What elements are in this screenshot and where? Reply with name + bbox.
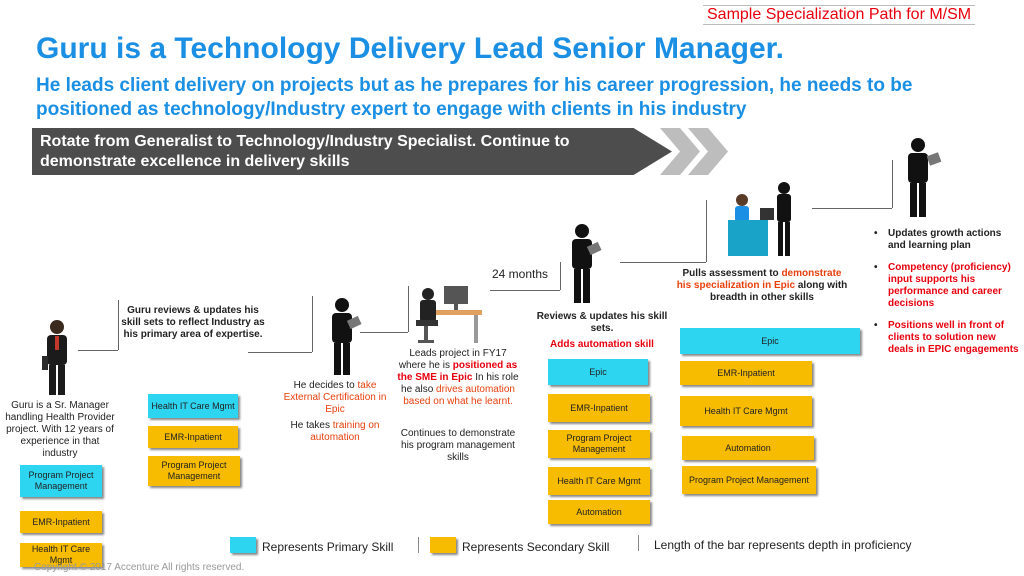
legend-divider — [638, 535, 639, 551]
stage4-text-highlight: positioned as the SME in Epic — [397, 360, 518, 383]
stage4-description: Leads project in FY17 where he is positi… — [396, 348, 520, 408]
skill-bar-secondary: Program Project Management — [682, 466, 816, 494]
skill-bar-secondary: Automation — [548, 500, 650, 524]
step-connector — [312, 296, 313, 352]
stage3-certification-text: He decides to take External Certificatio… — [274, 380, 396, 416]
step-connector — [408, 286, 409, 332]
duration-label: 24 months — [492, 267, 549, 281]
stage5-highlight: Adds automation skill — [550, 339, 654, 350]
stage6-text-plain: Pulls assessment to — [682, 268, 782, 279]
desk-meeting-icon — [728, 182, 791, 256]
bullet-item: Updates growth actions and learning plan — [872, 228, 1020, 252]
step-connector — [78, 350, 118, 351]
stage1-description: Guru is a Sr. Manager handling Health Pr… — [5, 400, 115, 459]
skill-bar-secondary: Health IT Care Mgmt — [680, 396, 812, 426]
bullet-item: Positions well in front of clients to so… — [872, 320, 1020, 356]
skill-bar-secondary: EMR-Inpatient — [548, 394, 650, 422]
legend-divider — [418, 537, 419, 553]
outcome-bullets: Updates growth actions and learning plan… — [872, 228, 1020, 366]
page-subtitle: He leads client delivery on projects but… — [36, 75, 913, 120]
stage4-text-highlight: drives automation based on what he learn… — [403, 384, 515, 407]
step-connector — [248, 352, 312, 353]
sample-path-tag: Sample Specialization Path for M/SM — [703, 5, 976, 25]
stage3-text-highlight: training on automation — [310, 420, 380, 443]
step-connector — [490, 290, 560, 291]
stage4-text-plain: In his role he also — [401, 372, 519, 395]
person-at-computer-icon — [416, 286, 482, 343]
stage6-text-highlight: demonstrate his specialization in Epic — [676, 268, 842, 291]
stage6-text-plain: along with breadth in other skills — [710, 280, 848, 303]
legend-primary-label: Represents Primary Skill — [262, 540, 394, 554]
step-connector — [892, 160, 893, 208]
person-with-tablet-icon — [572, 224, 602, 303]
skill-bar-secondary: Automation — [682, 436, 814, 460]
stage3-training-text: He takes training on automation — [274, 420, 396, 444]
stage3-text-plain: He decides to — [293, 380, 358, 391]
legend-primary-swatch — [230, 537, 256, 553]
legend-secondary-swatch — [430, 537, 456, 553]
page-title: Guru is a Technology Delivery Lead Senio… — [36, 32, 784, 65]
banner: Rotate from Generalist to Technology/Ind… — [32, 128, 672, 175]
skill-bar-primary: Program Project Management — [20, 465, 102, 497]
stage4-program-text: Continues to demonstrate his program man… — [400, 428, 516, 463]
stage2-description: Guru reviews & updates his skill sets to… — [121, 305, 265, 340]
stage4-text-plain: Leads project in FY17 where he is — [398, 348, 507, 371]
skill-bar-secondary: Health IT Care Mgmt — [20, 543, 102, 567]
business-person-icon — [42, 320, 67, 395]
step-connector — [360, 332, 408, 333]
legend-secondary-label: Represents Secondary Skill — [462, 540, 610, 554]
bullet-item: Competency (proficiency) input supports … — [872, 262, 1020, 310]
skill-bar-secondary: Program Project Management — [148, 456, 240, 486]
skill-bar-secondary: Program Project Management — [548, 430, 650, 458]
step-connector — [118, 300, 119, 350]
person-with-tablet-icon — [908, 138, 942, 217]
stage3-text-highlight: take External Certification in Epic — [283, 380, 387, 415]
step-connector — [560, 262, 561, 290]
skill-bar-secondary: EMR-Inpatient — [148, 426, 238, 448]
stage6-description: Pulls assessment to demonstrate his spec… — [676, 268, 848, 304]
skill-bar-secondary: EMR-Inpatient — [680, 361, 812, 385]
stage3-text-plain: He takes — [290, 420, 333, 431]
stage5-description: Reviews & updates his skill sets. — [536, 311, 668, 334]
skill-bar-secondary: EMR-Inpatient — [20, 511, 102, 533]
skill-bar-primary: Epic — [680, 328, 860, 354]
step-connector — [812, 208, 892, 209]
copyright: Copyright © 2017 Accenture All rights re… — [34, 562, 245, 573]
step-connector — [706, 200, 707, 262]
skill-bar-secondary: Health IT Care Mgmt — [548, 467, 650, 495]
person-with-tablet-icon — [332, 298, 362, 375]
step-connector — [620, 262, 706, 263]
skill-bar-primary: Epic — [548, 359, 648, 385]
legend-note: Length of the bar represents depth in pr… — [654, 538, 912, 552]
skill-bar-primary: Health IT Care Mgmt — [148, 394, 238, 418]
